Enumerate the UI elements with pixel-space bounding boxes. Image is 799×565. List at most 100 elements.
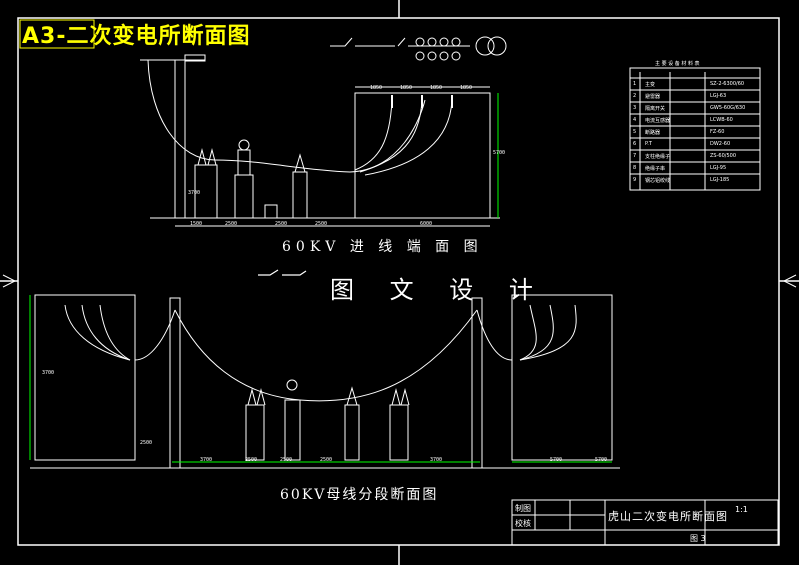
title-block <box>511 499 779 546</box>
transformer-coil-b <box>487 36 507 56</box>
table-cell-no: 8 <box>633 165 637 171</box>
breaker-stand <box>234 174 254 219</box>
bus-arrester-left <box>245 404 265 461</box>
orientation-arrow-right <box>782 274 797 288</box>
post-left <box>169 297 181 469</box>
table-cell-name: 断路器 <box>645 130 661 136</box>
bus-switch <box>284 399 301 461</box>
table-cell-name: 钢芯铝绞线 <box>645 178 671 184</box>
table-cell-spec: LGJ-63 <box>710 93 727 99</box>
bus-switch-head <box>286 379 298 391</box>
tb-label-draw: 制图 <box>515 504 531 513</box>
entry-tower-left <box>174 59 186 219</box>
table-cell-no: 6 <box>633 141 637 147</box>
gantry-drop-1 <box>354 99 393 171</box>
small-base <box>264 204 278 219</box>
bus-conductor-main <box>174 309 478 402</box>
table-cell-no: 1 <box>633 81 637 87</box>
dimension-label: 1850 <box>460 85 473 91</box>
dimension-label: 2500 <box>225 221 238 227</box>
table-cell-spec: SZ-2-6300/60 <box>710 81 745 87</box>
orientation-arrow-left <box>2 274 17 288</box>
table-cell-no: 4 <box>633 117 637 123</box>
table-cell-spec: LCWB-60 <box>710 117 733 123</box>
coil-7 <box>439 51 449 61</box>
table-cell-no: 9 <box>633 177 637 183</box>
caption-incoming: 60KV 进 线 端 面 图 <box>282 239 483 255</box>
switch-symbol-center <box>258 269 307 276</box>
arrester-top <box>197 148 217 166</box>
bus-conductor-left <box>134 309 176 361</box>
dimension-label: 1850 <box>400 85 413 91</box>
table-cell-spec: GW5-60G/630 <box>710 105 746 111</box>
drawing-title: A3-二次变电所断面图 <box>22 24 251 49</box>
table-cell-spec: FZ-60 <box>710 129 725 135</box>
dimension-label: 2500 <box>280 457 293 463</box>
tb-sheet: 图 3 <box>690 534 706 543</box>
crossarm-bracket <box>184 54 206 62</box>
transformer-coil-a <box>475 36 495 56</box>
switch-symbol-top <box>330 37 470 47</box>
dimension-label: 3700 <box>42 370 55 376</box>
breaker-head <box>238 139 250 151</box>
bus-ct-top <box>346 386 358 406</box>
left-drop-1 <box>64 304 131 361</box>
dimension-label: 5700 <box>595 457 608 463</box>
post-right <box>471 297 483 469</box>
bus-arrester-right-top <box>391 388 410 406</box>
dimension-label: 3700 <box>200 457 213 463</box>
caption-bus-section: 60KV母线分段断面图 <box>280 487 439 503</box>
dimension-label: 2500 <box>275 221 288 227</box>
bus-arrester-right <box>389 404 409 461</box>
right-drop-3 <box>519 304 577 361</box>
coil-2 <box>427 37 437 47</box>
gantry-drop-2 <box>359 99 423 173</box>
dimension-label: 6000 <box>420 221 433 227</box>
dimension-label: 1500 <box>190 221 203 227</box>
coil-5 <box>415 51 425 61</box>
coil-3 <box>439 37 449 47</box>
dimension-label: 1850 <box>370 85 383 91</box>
ct-top <box>294 153 306 173</box>
right-drop-1 <box>519 304 537 361</box>
table-cell-name: 隔离开关 <box>645 106 666 112</box>
dimension-label: 5700 <box>493 150 506 156</box>
table-cell-no: 2 <box>633 93 637 99</box>
equipment-table-heading: 主 要 设 备 材 料 表 <box>655 61 700 67</box>
table-cell-spec: LGJ-95 <box>710 165 727 171</box>
bus-arrester-left-top <box>247 388 266 406</box>
table-cell-no: 7 <box>633 153 637 159</box>
table-cell-name: 主变 <box>645 82 656 88</box>
left-drop-3 <box>99 304 131 361</box>
caption-watermark: 图 文 设 计 <box>330 276 547 304</box>
dimension-label: 5700 <box>550 457 563 463</box>
equipment-table <box>629 67 761 191</box>
dimension-label: 2500 <box>140 440 153 446</box>
tb-label-check: 校核 <box>515 519 531 528</box>
table-cell-name: 电流互感器 <box>645 118 671 124</box>
bus-ct <box>344 404 360 461</box>
table-cell-spec: DW2-60 <box>710 141 731 147</box>
table-cell-no: 3 <box>633 105 637 111</box>
table-cell-name: 支柱绝缘子 <box>645 154 671 160</box>
table-cell-spec: LGJ-185 <box>710 177 730 183</box>
bus-gantry-right <box>511 294 613 461</box>
title-banner-box <box>19 19 95 49</box>
gantry-frame-top <box>354 92 491 219</box>
coil-8 <box>451 51 461 61</box>
tb-drawing-title: 虎山二次变电所断面图 <box>608 510 728 523</box>
table-cell-name: 避雷器 <box>645 94 661 100</box>
table-cell-name: P.T <box>645 141 652 147</box>
coil-6 <box>427 51 437 61</box>
ct-stand <box>292 171 308 219</box>
dimension-label: 2500 <box>320 457 333 463</box>
dimension-label: 2500 <box>315 221 328 227</box>
dimension-label: 3700 <box>188 190 201 196</box>
dimension-label: 3700 <box>430 457 443 463</box>
incoming-conductor <box>147 59 426 173</box>
right-drop-2 <box>519 304 554 361</box>
bus-conductor-right <box>476 309 513 361</box>
coil-4 <box>451 37 461 47</box>
table-cell-spec: ZS-60/500 <box>710 153 736 159</box>
gantry-drop-3 <box>364 99 453 176</box>
